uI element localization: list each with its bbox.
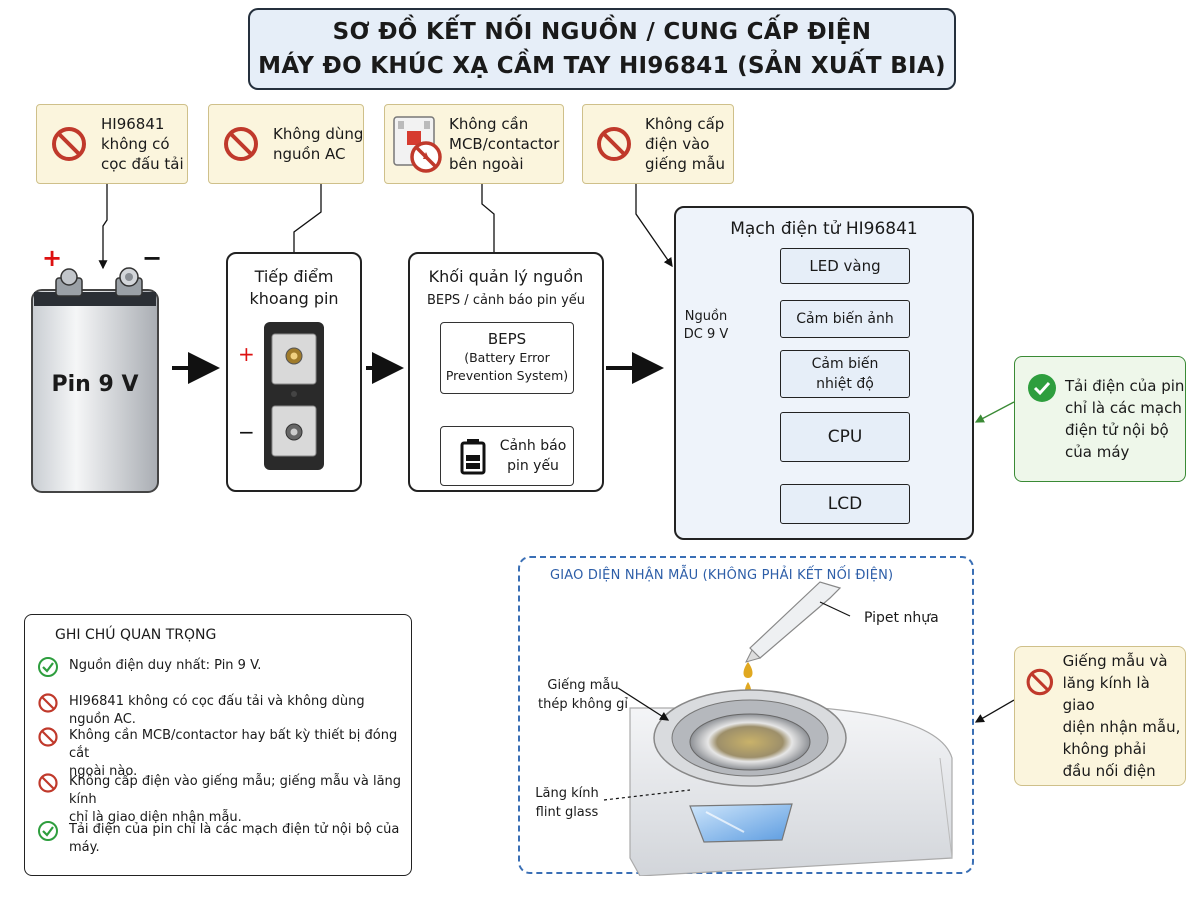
note-item: Không cấp điện vào giếng mẫu; giếng mẫu … — [37, 773, 407, 827]
prohibited-icon — [583, 125, 645, 163]
note-no-ac-power: Không dùng nguồn AC — [208, 104, 364, 184]
contacts-minus-sign: − — [238, 420, 255, 444]
note-no-mcb: Không cần MCB/contactor bên ngoài — [384, 104, 564, 184]
check-icon — [38, 657, 58, 677]
module-image-sensor: Cảm biến ảnh — [780, 300, 910, 338]
module-cpu: CPU — [780, 412, 910, 462]
module-temp-sensor: Cảm biến nhiệt độ — [780, 350, 910, 398]
beps-title: BEPS — [487, 330, 527, 348]
contacts-title: Tiếp điểm khoang pin — [249, 267, 339, 308]
note-text: HI96841 không có cọc đấu tải — [101, 115, 184, 173]
circuit-title: Mạch điện tử HI96841 — [730, 219, 918, 239]
pipette-label: Pipet nhựa — [864, 610, 939, 626]
battery-icon — [31, 267, 159, 493]
prohibited-icon — [38, 773, 58, 793]
power-mgmt-subtitle: BEPS / cảnh báo pin yếu — [426, 293, 586, 308]
contacts-plus-sign: + — [238, 342, 255, 366]
note-item: HI96841 không có cọc đấu tải và không dù… — [37, 693, 407, 729]
prohibited-icon — [38, 693, 58, 713]
note-item: Tải điện của pin chỉ là các mạch điện tử… — [37, 821, 407, 857]
note-item: Nguồn điện duy nhất: Pin 9 V. — [37, 657, 407, 678]
prohibited-icon — [38, 727, 58, 747]
beps-box: BEPS (Battery Error Prevention System) — [440, 322, 574, 394]
battery-plus-sign: + — [42, 244, 63, 272]
well-label: Giếng mẫu thép không gỉ — [538, 678, 628, 712]
check-icon — [38, 821, 58, 841]
note-item: Không cần MCB/contactor hay bất kỳ thiết… — [37, 727, 407, 781]
note-text: Không dùng nguồn AC — [273, 125, 364, 163]
prohibited-icon — [209, 125, 273, 163]
power-mgmt-title: Khối quản lý nguồn — [428, 267, 584, 286]
title-line-1: SƠ ĐỒ KẾT NỐI NGUỒN / CUNG CẤP ĐIỆN — [332, 19, 872, 45]
beps-line-2: Prevention System) — [445, 368, 569, 383]
battery-9v: + − Pin 9 V — [28, 244, 162, 496]
battery-terminal-icon — [264, 322, 324, 470]
note-internal-load: Tải điện của pin chỉ là các mạch điện tử… — [1014, 356, 1186, 482]
important-notes-box: GHI CHÚ QUAN TRỌNG Nguồn điện duy nhất: … — [24, 614, 412, 876]
title-line-2: MÁY ĐO KHÚC XẠ CẦM TAY HI96841 (SẢN XUẤT… — [258, 53, 946, 79]
power-management-box: Khối quản lý nguồn BEPS / cảnh báo pin y… — [408, 252, 604, 492]
refractometer-illustration — [603, 581, 953, 876]
low-battery-icon — [460, 439, 486, 475]
sample-interface-box: GIAO DIỆN NHẬN MẪU (KHÔNG PHẢI KẾT NỐI Đ… — [518, 556, 974, 876]
important-notes-title: GHI CHÚ QUAN TRỌNG — [55, 627, 217, 643]
dc-source-label: Nguồn DC 9 V — [683, 309, 729, 342]
note-no-load-terminals: HI96841 không có cọc đấu tải — [36, 104, 188, 184]
note-sample-not-electrical: Giếng mẫu và lăng kính là giao diện nhận… — [1014, 646, 1186, 786]
sample-note-text: Giếng mẫu và lăng kính là giao diện nhận… — [1062, 652, 1181, 780]
check-icon — [1028, 374, 1056, 402]
low-battery-text: Cảnh báo pin yếu — [499, 438, 567, 474]
prohibited-icon — [1026, 668, 1054, 696]
note-text: Không cần MCB/contactor bên ngoài — [449, 115, 560, 173]
module-led: LED vàng — [780, 248, 910, 284]
battery-contacts-box: Tiếp điểm khoang pin + − — [226, 252, 362, 492]
battery-minus-sign: − — [142, 244, 163, 272]
battery-label: Pin 9 V — [51, 372, 139, 397]
internal-load-text: Tải điện của pin chỉ là các mạch điện tử… — [1065, 377, 1185, 461]
breaker-prohibited-icon — [385, 113, 449, 175]
low-battery-warning-box: Cảnh báo pin yếu — [440, 426, 574, 486]
prohibited-icon — [37, 125, 101, 163]
beps-line-1: (Battery Error — [464, 350, 550, 365]
prism-label: Lăng kính flint glass — [535, 786, 599, 820]
module-lcd: LCD — [780, 484, 910, 524]
note-no-power-to-well: Không cấp điện vào giếng mẫu — [582, 104, 734, 184]
diagram-title: SƠ ĐỒ KẾT NỐI NGUỒN / CUNG CẤP ĐIỆN MÁY … — [248, 8, 956, 90]
sample-interface-title: GIAO DIỆN NHẬN MẪU (KHÔNG PHẢI KẾT NỐI Đ… — [550, 568, 894, 583]
note-text: Không cấp điện vào giếng mẫu — [645, 115, 726, 173]
